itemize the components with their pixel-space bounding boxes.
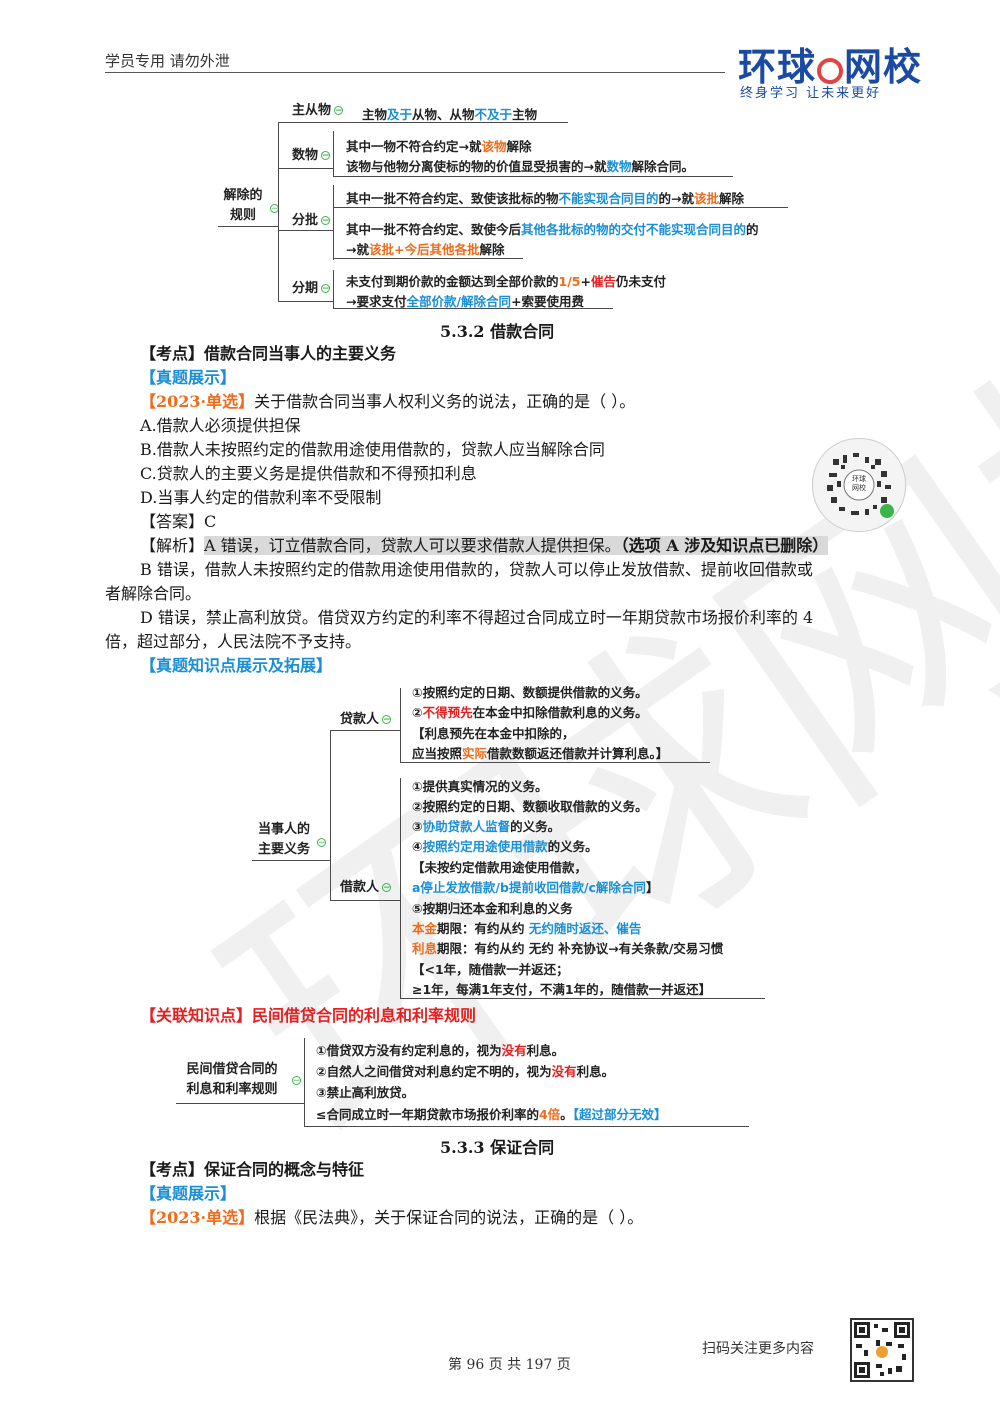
qr-code-mini-program: 环球 网校 — [812, 438, 906, 532]
mm1-zhucong-label: 主从物 — [292, 103, 332, 118]
logo-circle-icon — [817, 57, 844, 84]
mm2-lender-item-3: 【利息预先在本金中扣除的， — [412, 726, 575, 741]
mm1-fenpi-label: 分批 — [292, 213, 319, 228]
mm1-node-zhucong: 主从物− — [292, 101, 344, 121]
mm3-item-2: ②自然人之间借贷对利息约定不明的，视为没有利息。 — [316, 1064, 615, 1079]
mm2-lender-node: 贷款人− — [340, 710, 392, 730]
mm2-borrower-item-7: ⑤按期归还本金和利息的义务 — [412, 901, 573, 916]
logo-text-2: 网校 — [844, 44, 923, 89]
mm3-item-3: ③禁止高利放贷。 — [316, 1085, 415, 1100]
mm2-lender-item-2: ②不得预先在本金中扣除借款利息的义务。 — [412, 705, 648, 720]
mm2-lender-label: 贷款人 — [340, 712, 380, 727]
mm2-borrower-item-9: 利息期限：有约从约 无约 补充协议→有关条款/交易习惯 — [412, 941, 724, 956]
analysis-a-note: （选项 A 涉及知识点已删除） — [620, 536, 829, 555]
collapse-icon: − — [292, 1076, 301, 1086]
header-divider — [105, 72, 725, 73]
mm3-root-label: 民间借贷合同的 利息和利率规则 — [186, 1062, 278, 1097]
question-1-analysis-d1: D 错误，禁止高利放贷。借贷双方约定的利率不得超过合同成立时一年期贷款市场报价利… — [140, 608, 814, 627]
knowledge-expansion-heading: 【真题知识点展示及拓展】 — [140, 656, 333, 675]
mm2-borrower-item-1: ①提供真实情况的义务。 — [412, 779, 548, 794]
mm2-root: 当事人的 主要义务 — [252, 820, 316, 860]
question-2-stem: 【2023·单选】根据《民法典》，关于保证合同的说法，正确的是（ ）。 — [140, 1206, 643, 1230]
footer-scan-text: 扫码关注更多内容 — [702, 1341, 814, 1357]
question-1-analysis-b1: B 错误，借款人未按照约定的借款用途使用借款的，贷款人可以停止发放借款、提前收回… — [140, 560, 813, 579]
mm2-borrower-item-10: 【<1年，随借款一并返还； — [412, 962, 569, 977]
mm3-root: 民间借贷合同的 利息和利率规则 — [176, 1060, 288, 1100]
mm2-root-label: 当事人的 主要义务 — [257, 822, 310, 857]
mm1-fenpi-line3: →就该批+今后其他各批解除 — [346, 242, 505, 257]
section-title-532: 5.3.2 借款合同 — [440, 322, 555, 341]
mm1-fenpi-line1: 其中一批不符合约定、致使该批标的物不能实现合同目的的→就该批解除 — [346, 191, 745, 206]
qr-center-logo: 环球 网校 — [852, 475, 866, 492]
mm2-borrower-item-4: ④按照约定用途使用借款的义务。 — [412, 839, 598, 854]
qr-code-footer — [850, 1318, 914, 1382]
mm1-fenqi-line1: 未支付到期价款的金额达到全部价款的1/5+催告仍未支付 — [346, 274, 666, 289]
section-title-533: 5.3.3 保证合同 — [440, 1138, 555, 1157]
question-1-text: 关于借款合同当事人权利义务的说法，正确的是（ ）。 — [254, 392, 636, 411]
mm2-borrower-item-5: 【未按约定借款用途使用借款， — [412, 860, 588, 875]
question-2-tag: 【2023·单选】 — [140, 1208, 255, 1227]
question-1-tag: 【2023·单选】 — [140, 392, 255, 411]
mm1-fenpi-line2: 其中一批不符合约定、致使今后其他各批标的物的交付不能实现合同目的的 — [346, 222, 759, 237]
analysis-label: 【解析】 — [140, 536, 205, 555]
mm2-lender-item-4: 应当按照实际借款数额返还借款并计算利息。】 — [412, 746, 669, 761]
logo: 环球网校 — [738, 36, 922, 91]
qr-pattern-icon — [854, 1322, 910, 1378]
question-1-option-d: D.当事人约定的借款利率不受限制 — [140, 488, 382, 507]
mm2-borrower-item-3: ③协助贷款人监督的义务。 — [412, 819, 561, 834]
zhenti-heading-1: 【真题展示】 — [140, 368, 237, 387]
mm1-shuwu-label: 数物 — [292, 148, 319, 163]
mm1-node-fenqi: 分期− — [292, 279, 331, 299]
question-1-option-b: B.借款人未按照约定的借款用途使用借款的，贷款人应当解除合同 — [140, 440, 605, 459]
kaodian-heading-2: 【考点】保证合同的概念与特征 — [140, 1160, 365, 1179]
mm2-borrower-item-11: ≥1年，每满1年支付，不满1年的，随借款一并返还】 — [412, 982, 712, 997]
qr-pattern-icon — [827, 453, 894, 518]
collapse-icon: − — [321, 216, 331, 226]
collapse-icon: − — [321, 151, 331, 161]
question-2-text: 根据《民法典》，关于保证合同的说法，正确的是（ ）。 — [254, 1208, 644, 1227]
mm1-node-fenpi: 分批− — [292, 211, 331, 231]
mm2-lender-item-1: ①按照约定的日期、数额提供借款的义务。 — [412, 685, 648, 700]
header-confidential-text: 学员专用 请勿外泄 — [105, 52, 230, 70]
mm1-root: 解除的 规则 — [218, 186, 268, 226]
analysis-a-text: A 错误，订立借款合同，贷款人可以要求借款人提供担保。 — [204, 536, 621, 555]
question-1-analysis-a: 【解析】A 错误，订立借款合同，贷款人可以要求借款人提供担保。（选项 A 涉及知… — [140, 534, 829, 558]
mm2-borrower-item-2: ②按照约定的日期、数额收取借款的义务。 — [412, 799, 648, 814]
question-1-stem: 【2023·单选】关于借款合同当事人权利义务的说法，正确的是（ ）。 — [140, 390, 635, 414]
mm1-fenqi-label: 分期 — [292, 281, 319, 296]
question-1-analysis-d2: 倍，超过部分，人民法院不予支持。 — [105, 632, 362, 651]
logo-text-1: 环球 — [738, 44, 817, 89]
question-1-option-c: C.贷款人的主要义务是提供借款和不得预扣利息 — [140, 464, 477, 483]
related-knowledge-heading: 【关联知识点】民间借贷合同的利息和利率规则 — [140, 1004, 476, 1028]
kaodian-heading-1: 【考点】借款合同当事人的主要义务 — [140, 344, 397, 363]
collapse-icon: − — [317, 838, 326, 848]
mm1-root-label: 解除的 规则 — [223, 188, 263, 223]
mm3-item-1: ①借贷双方没有约定利息的，视为没有利息。 — [316, 1043, 565, 1058]
mm2-borrower-item-6: a停止发放借款/b提前收回借款/c解除合同】 — [412, 880, 659, 895]
mm2-borrower-node: 借款人− — [340, 878, 392, 898]
mm1-shuwu-line1: 其中一物不符合约定→就该物解除 — [346, 139, 532, 154]
question-1-option-a: A.借款人必须提供担保 — [140, 416, 301, 435]
logo-slogan: 终身学习 让未来更好 — [740, 86, 882, 101]
mm2-borrower-item-8: 本金期限：有约从约 无约随时返还、催告 — [412, 921, 642, 936]
collapse-icon: − — [321, 284, 331, 294]
mm1-fenqi-line2: →要求支付全部价款/解除合同+索要使用费 — [346, 294, 585, 309]
collapse-icon: − — [382, 883, 392, 893]
collapse-icon: − — [382, 715, 392, 725]
related-knowledge-tag: 【关联知识点】 — [140, 1006, 253, 1025]
mm1-node-shuwu: 数物− — [292, 146, 331, 166]
question-1-analysis-b2: 者解除合同。 — [105, 584, 202, 603]
related-knowledge-title: 民间借贷合同的利息和利率规则 — [252, 1006, 477, 1025]
mm1-zhucong-text: 主物及于从物、从物不及于主物 — [362, 107, 538, 122]
mm2-borrower-label: 借款人 — [340, 880, 380, 895]
mm1-shuwu-line2: 该物与他物分离使标的物的价值显受损害的→就数物解除合同。 — [346, 159, 695, 174]
mm3-item-4: ≤合同成立时一年期贷款市场报价利率的4倍。【超过部分无效】 — [316, 1107, 667, 1122]
zhenti-heading-2: 【真题展示】 — [140, 1184, 237, 1203]
footer-page-number: 第 96 页 共 197 页 — [448, 1357, 571, 1373]
question-1-answer: 【答案】C — [140, 512, 217, 531]
collapse-icon: − — [334, 106, 344, 116]
